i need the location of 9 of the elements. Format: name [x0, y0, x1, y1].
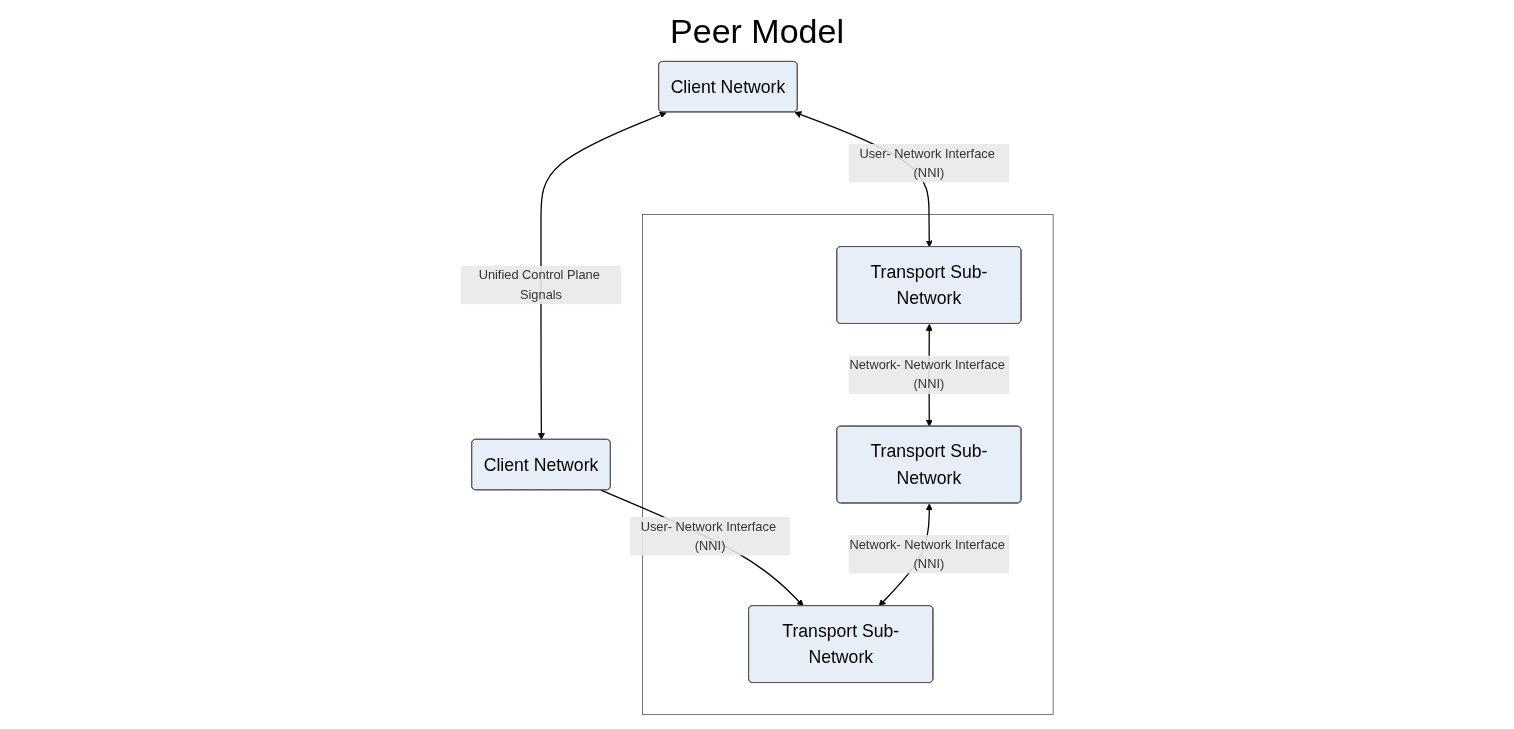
arrow — [537, 111, 667, 440]
edge-label: Network- Network Interface (NNI) — [849, 537, 1005, 571]
edge-label: Unified Control Plane Signals — [478, 268, 600, 302]
edge-label: Network- Network Interface (NNI) — [849, 357, 1005, 391]
edge-label: User- Network Interface (NNI) — [859, 146, 995, 180]
cluster — [642, 214, 1054, 715]
edge-label: User- Network Interface (NNI) — [640, 519, 777, 553]
arrow — [600, 489, 804, 607]
diagram-label: Peer Model — [670, 12, 844, 51]
